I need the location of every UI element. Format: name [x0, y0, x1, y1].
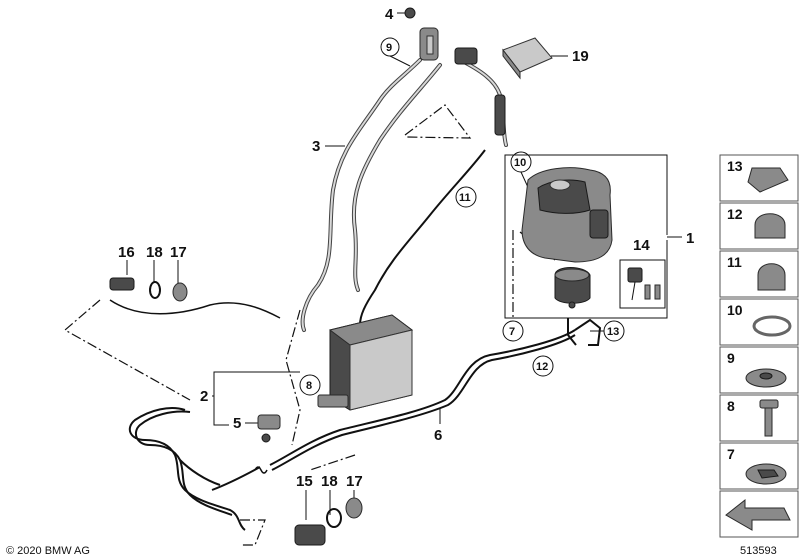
- part-5: [257, 414, 281, 443]
- diagram-number: 513593: [740, 545, 777, 557]
- callout-circle-8: [299, 374, 321, 396]
- callout-10: 10: [514, 157, 526, 169]
- canister-2: [317, 314, 414, 411]
- side-label-7: 7: [727, 446, 735, 462]
- side-label-10: 10: [727, 302, 743, 318]
- callout-17a: 17: [170, 244, 187, 261]
- callout-1: 1: [686, 230, 694, 247]
- callout-8: 8: [306, 380, 312, 392]
- callout-14: 14: [633, 237, 650, 254]
- side-label-9: 9: [727, 350, 735, 366]
- callout-17b: 17: [346, 473, 363, 490]
- callout-3: 3: [312, 138, 320, 155]
- callout-18a: 18: [146, 244, 163, 261]
- copyright: © 2020 BMW AG: [6, 545, 90, 557]
- tank-assembly-1: [521, 167, 613, 263]
- assembly-1-frame: [504, 154, 668, 319]
- callout-5: 5: [233, 415, 241, 432]
- callout-circle-7: [502, 320, 524, 342]
- callout-19: 19: [572, 48, 589, 65]
- callout-9: 9: [386, 42, 392, 54]
- callout-4: 4: [385, 6, 394, 23]
- callout-7: 7: [509, 326, 515, 338]
- callout-12: 12: [536, 361, 548, 373]
- callout-6: 6: [434, 427, 442, 444]
- side-label-13: 13: [727, 158, 743, 174]
- callout-13: 13: [607, 326, 619, 338]
- assembly-14-frame: [619, 259, 666, 309]
- side-panel: 13 12 11 10 9 8 7: [719, 154, 799, 538]
- control-unit-19: [502, 37, 553, 80]
- pump-unit: [554, 267, 591, 309]
- callout-15: 15: [296, 473, 313, 490]
- side-panel-cell-10: [719, 298, 799, 346]
- side-panel-cell-8: [719, 394, 799, 442]
- part-14: [627, 267, 661, 301]
- callout-circle-11: [455, 186, 477, 208]
- sensor-15-group: [294, 497, 363, 546]
- sensor-16-group: [109, 277, 188, 302]
- callout-11: 11: [459, 192, 471, 204]
- side-label-8: 8: [727, 398, 735, 414]
- callout-18b: 18: [321, 473, 338, 490]
- callout-2: 2: [200, 388, 208, 405]
- side-label-11: 11: [727, 254, 742, 270]
- callout-16: 16: [118, 244, 135, 261]
- callout-circle-12: [532, 355, 554, 377]
- side-label-12: 12: [727, 206, 743, 222]
